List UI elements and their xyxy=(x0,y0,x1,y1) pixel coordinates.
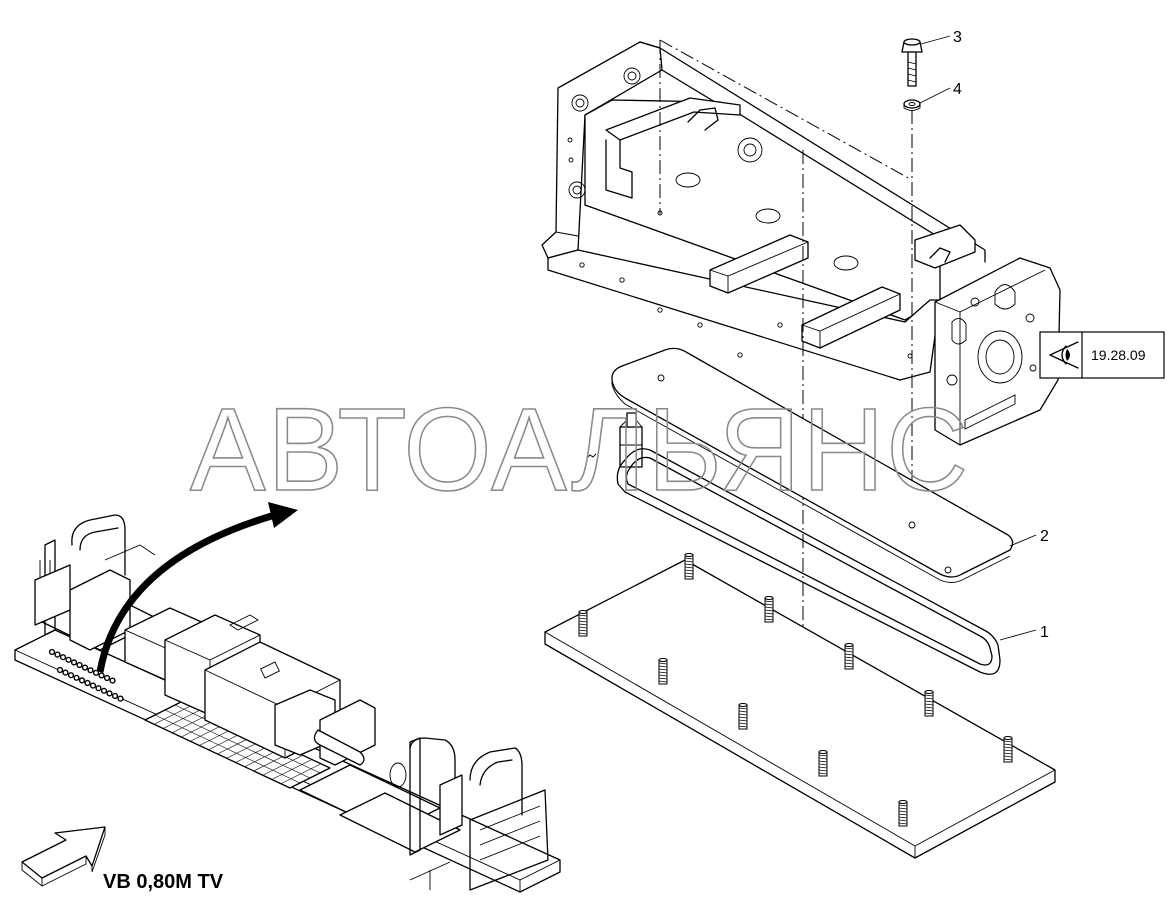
stud xyxy=(924,690,934,717)
bolt xyxy=(901,38,923,87)
stud xyxy=(1003,736,1013,763)
hollow-direction-arrow-icon xyxy=(21,826,106,887)
callout-1: 1 xyxy=(1040,624,1049,641)
machine-overview xyxy=(14,514,561,893)
stud xyxy=(738,703,748,730)
reference-box: 19.28.09 xyxy=(1039,331,1165,379)
seal-gasket xyxy=(616,448,1001,675)
stud xyxy=(764,596,774,623)
callout-leaders xyxy=(919,35,1037,641)
stud xyxy=(578,610,588,637)
highlighted-component xyxy=(48,648,124,702)
callout-3: 3 xyxy=(953,29,962,46)
base-plate xyxy=(544,559,1056,859)
threaded-studs xyxy=(578,553,1013,827)
stud xyxy=(658,658,668,685)
stud xyxy=(844,643,854,670)
cover-plate xyxy=(611,347,1014,583)
frame-housing xyxy=(541,41,1061,446)
stud xyxy=(898,800,908,827)
stud xyxy=(818,750,828,777)
stud xyxy=(684,553,694,580)
view-label: VB 0,80M TV xyxy=(103,871,224,893)
watermark: АВТОАЛЬЯНС xyxy=(190,384,970,516)
eye-view-icon xyxy=(1049,341,1079,369)
assembly-center-lines xyxy=(659,39,913,712)
callout-2: 2 xyxy=(1040,528,1049,545)
curved-arrow-icon xyxy=(96,502,298,673)
reference-label: 19.28.09 xyxy=(1091,347,1146,363)
washer xyxy=(903,99,921,111)
callout-4: 4 xyxy=(953,81,962,98)
